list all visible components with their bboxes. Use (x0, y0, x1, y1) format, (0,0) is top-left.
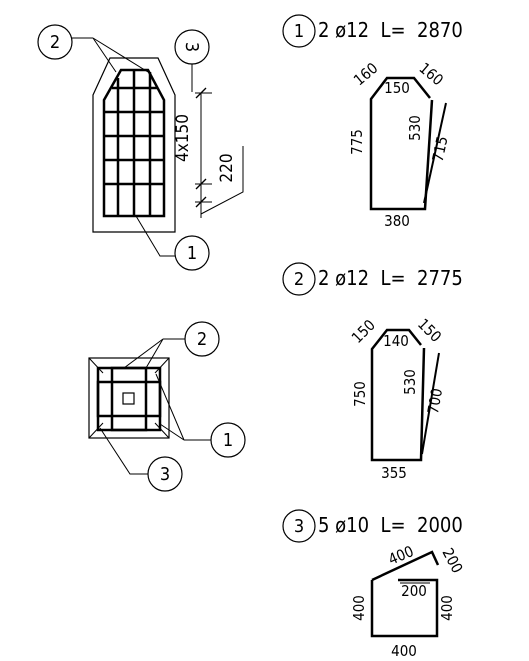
elevation-cage (102, 68, 166, 218)
bar-1-dim-inner: 530 (406, 115, 424, 141)
bar-2-dim-right: 700 (424, 387, 446, 415)
bar-1-shape (369, 76, 434, 211)
column-section (88, 357, 170, 439)
section-outer-tie (96, 366, 162, 432)
bar-1-schedule: 1 2 ø12 L= 2870 160 150 160 775 530 715 … (282, 14, 463, 230)
bar-3-dim-top: 200 (401, 582, 427, 600)
section-inner-tie-v (110, 366, 148, 432)
depth-dim: 220 (217, 153, 237, 182)
spacing-dim: 4x150 (173, 114, 193, 162)
bar-2-schedule: 2 2 ø12 L= 2775 150 140 150 750 530 700 … (282, 262, 463, 482)
bar-2-dim-bottom: 355 (381, 464, 407, 482)
svg-text:3: 3 (160, 464, 170, 485)
bar-3-spec: 5 ø10 L= 2000 (318, 513, 463, 537)
bar-1-dim-bottom: 380 (384, 212, 410, 230)
callout-3-section: 3 (99, 427, 183, 492)
svg-text:1: 1 (223, 430, 233, 451)
callout-2-elevation: 2 (37, 24, 149, 73)
bar-2-dim-left-chamfer: 150 (348, 316, 379, 347)
bar-1-leg (423, 102, 447, 204)
bar-3-shape (370, 550, 440, 638)
callout-1-elevation: 1 (135, 215, 210, 271)
bar-2-dim-left: 750 (351, 381, 369, 407)
svg-text:2: 2 (50, 32, 60, 53)
elevation-outline (92, 57, 176, 233)
svg-text:2: 2 (197, 329, 207, 350)
callout-3-elevation: 3 (174, 29, 210, 92)
bar-1-dim-left: 775 (348, 129, 366, 155)
section-outline (88, 357, 170, 439)
bar-1-dim-left-chamfer: 160 (350, 59, 381, 89)
callout-1-section: 1 (155, 373, 246, 458)
depth-leader (200, 146, 244, 215)
bar-1-dim-top: 150 (384, 79, 410, 97)
bar-2-spec: 2 ø12 L= 2775 (318, 266, 463, 290)
bar-3-schedule: 3 5 ø10 L= 2000 400 200 200 400 400 400 (282, 509, 466, 660)
elevation-dimensions: 4x150 220 (173, 87, 244, 218)
bar-3-dim-slope: 400 (386, 542, 417, 569)
bar-2-leg (421, 352, 440, 455)
bar-2-shape (370, 328, 426, 462)
section-corner-hooks (88, 357, 170, 439)
svg-text:1: 1 (187, 243, 197, 264)
bar-3-dim-right: 400 (438, 595, 456, 621)
elevation-vertical-bars (116, 70, 152, 216)
bar-2-mark: 2 (294, 269, 304, 290)
bar-3-dim-bottom: 400 (391, 642, 417, 660)
bar-1-dim-right: 715 (429, 134, 452, 163)
section-center (122, 392, 135, 405)
bar-2-dim-top: 140 (383, 332, 409, 350)
callout-2-section: 2 (123, 321, 220, 369)
bar-3-dim-hook: 200 (438, 545, 466, 576)
svg-text:3: 3 (181, 42, 202, 52)
bar-1-mark: 1 (294, 21, 304, 42)
section-inner-tie-h (96, 380, 162, 418)
bar-1-spec: 2 ø12 L= 2870 (318, 18, 463, 42)
column-elevation (92, 57, 176, 233)
bar-2-dim-inner: 530 (401, 369, 419, 395)
bar-3-mark: 3 (294, 516, 304, 537)
bar-3-dim-left: 400 (350, 595, 368, 621)
